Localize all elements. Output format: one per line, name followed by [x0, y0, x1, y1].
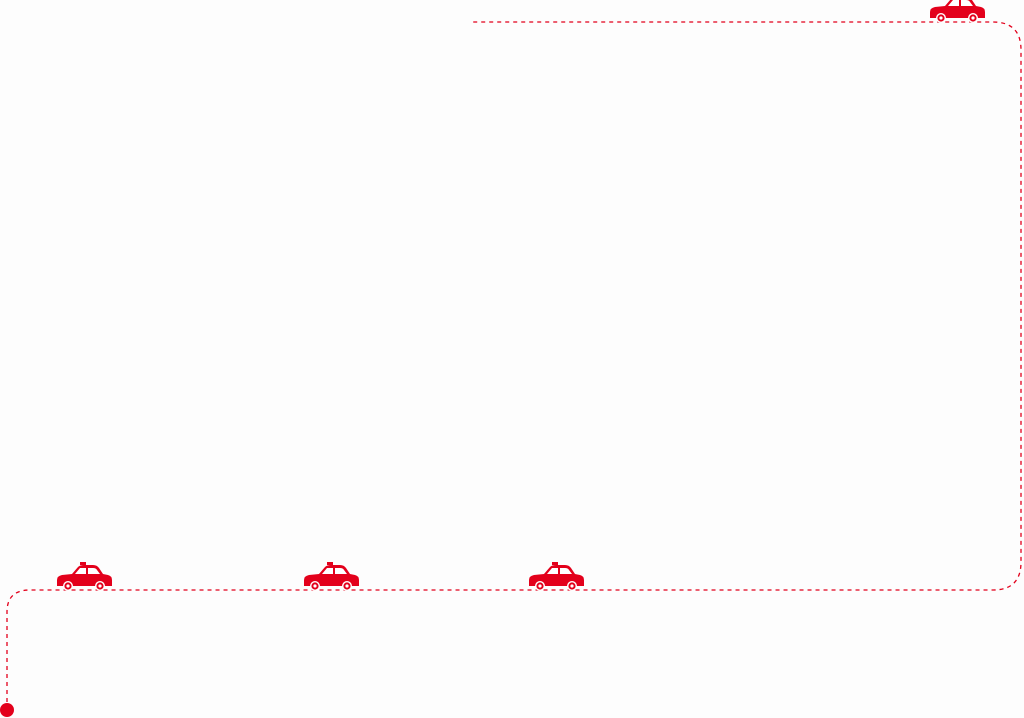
car-icon — [57, 562, 112, 591]
dashed-route-line — [6, 21, 1022, 710]
car-icon — [529, 562, 584, 591]
start-dot — [0, 703, 14, 717]
car-icon — [304, 562, 359, 591]
car-icon — [930, 0, 985, 23]
